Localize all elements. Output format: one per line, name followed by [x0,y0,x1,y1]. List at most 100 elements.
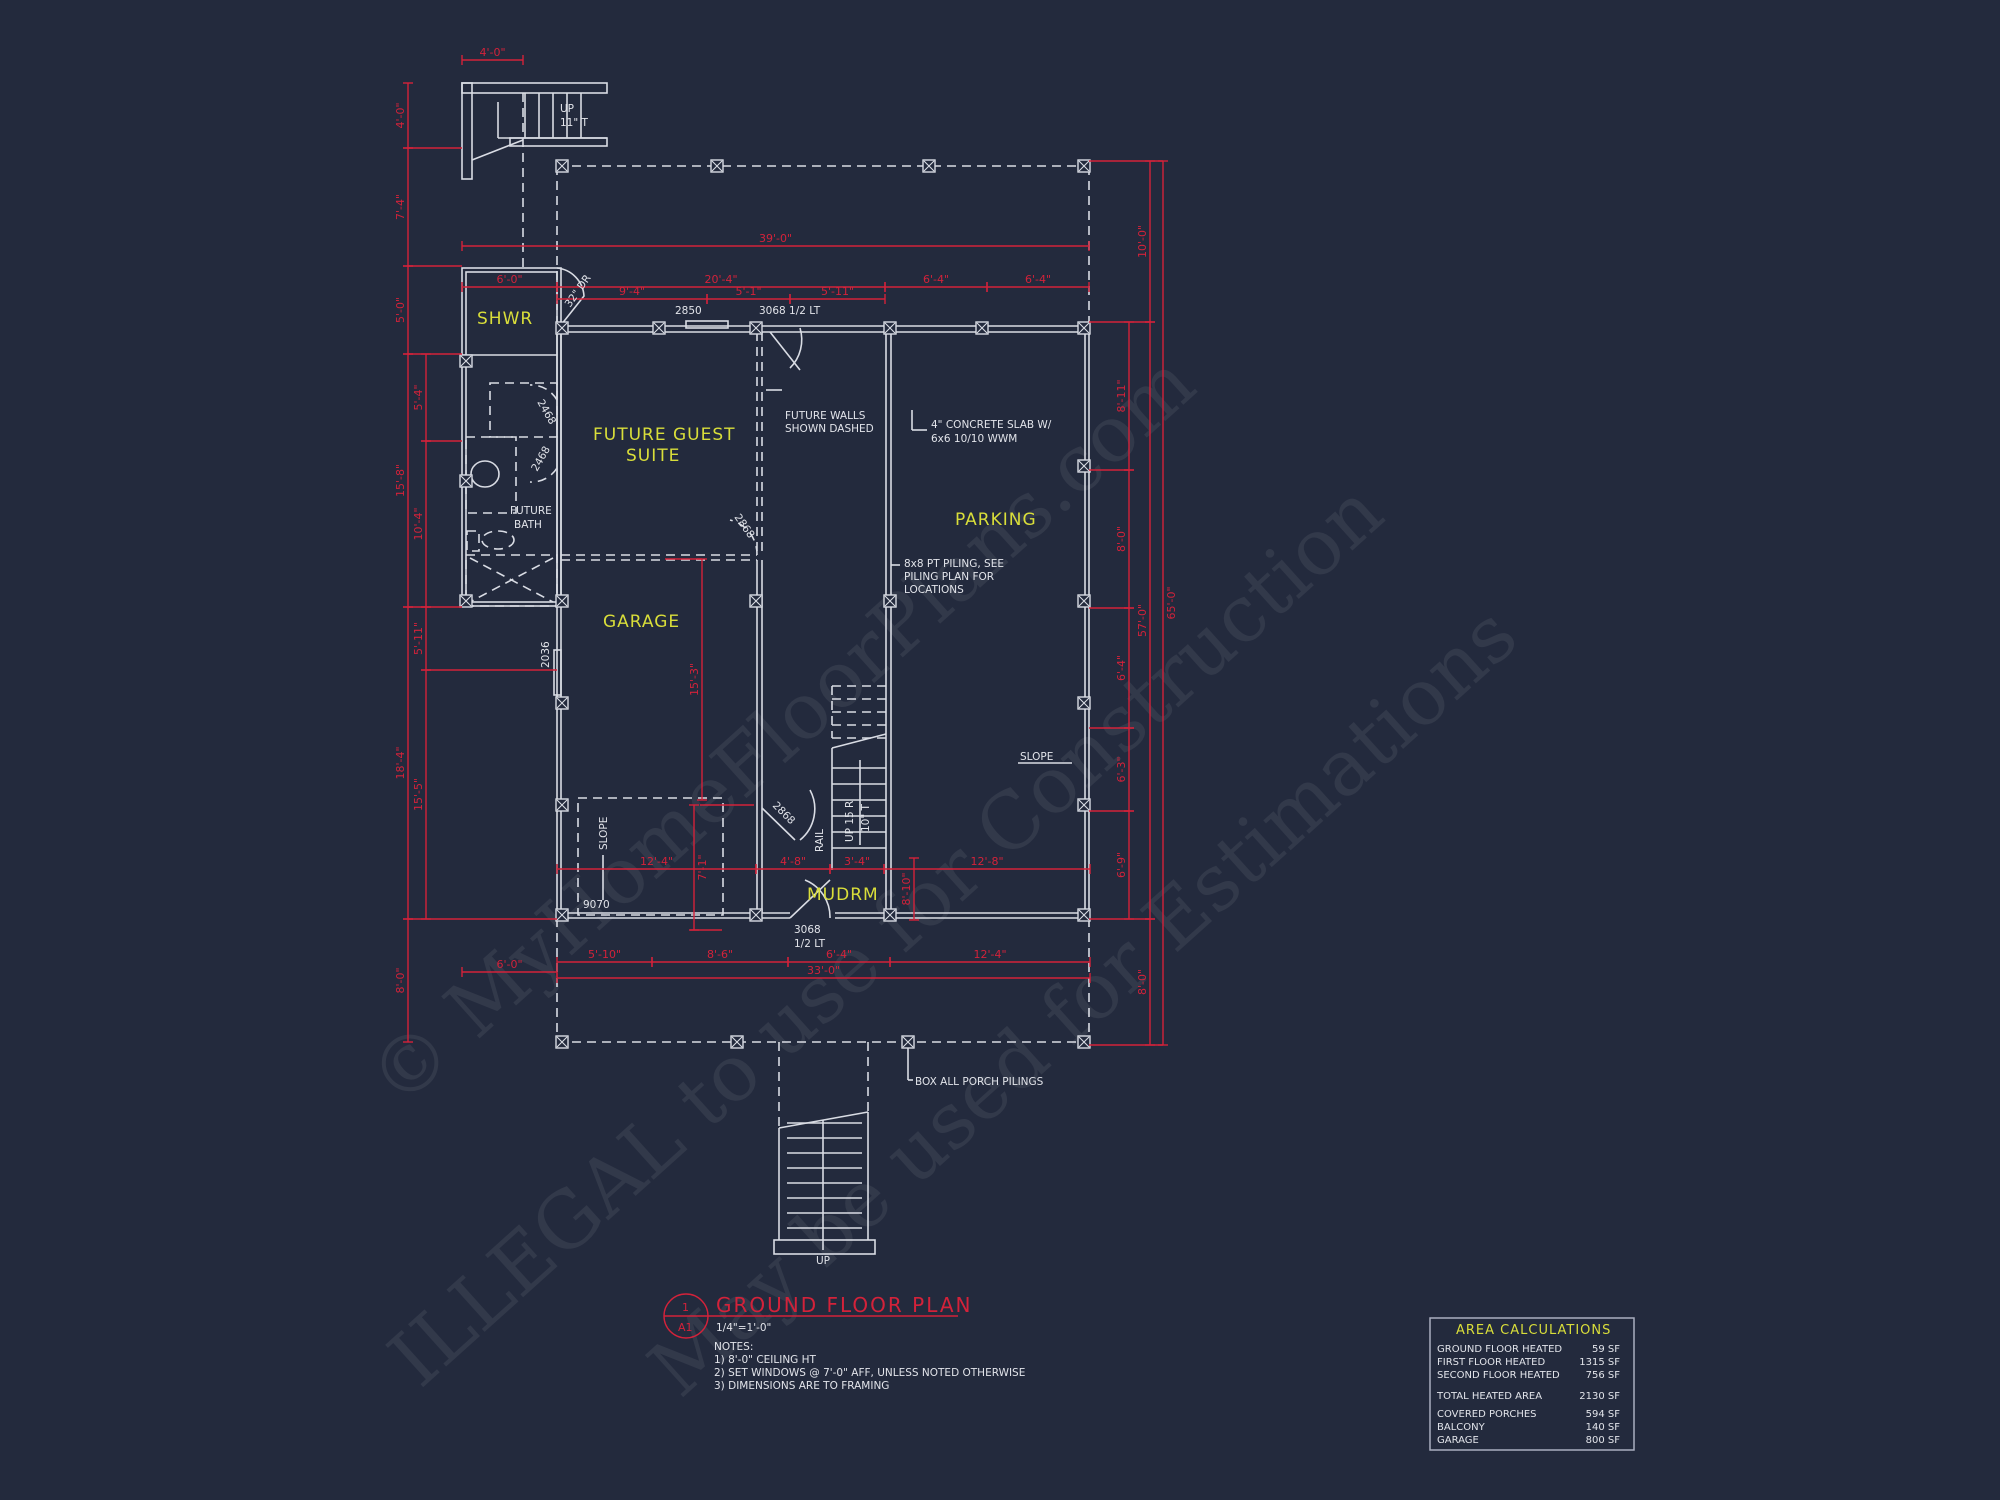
door-swing [769,327,803,371]
area-row-value: 59 SF [1592,1344,1620,1355]
dimension-label: 15'-3" [688,663,701,696]
door-tag-2868-a: 2868 [732,512,757,541]
dimension-label: 65'-0" [1165,586,1178,619]
area-row-label: COVERED PORCHES [1437,1409,1537,1420]
piling-icon [1077,696,1091,710]
piling-icon [652,321,666,335]
dimension: 4'-0" [461,46,524,65]
piling-icon [1077,908,1091,922]
piling-note-3: LOCATIONS [904,584,964,596]
area-row-value: 1315 SF [1579,1357,1620,1368]
dimension: 15'-8" [394,353,413,608]
watermark: © MyHomeFloorPlans.com ILLEGAL to use fo… [352,337,1534,1414]
room-label-garage: GARAGE [603,612,680,632]
piling-icon [883,594,897,608]
dimension: 8'-0" [394,918,413,1043]
dimension: 4'-8" [755,855,831,874]
top-stair-rail [461,82,473,180]
dimension-label: 6'-3" [1115,756,1128,782]
room-label-guest-suite: FUTURE GUEST [593,425,736,445]
door-tag-2468-a: 2468 [534,398,558,427]
piling-icon [1077,159,1091,173]
dimension-label: 33'-0" [807,964,840,977]
dimension-label: 8'-0" [1115,526,1128,552]
scale-text: 1/4"=1'-0" [716,1322,771,1334]
dimension: 5'-10" [556,948,653,967]
dimension: 6'-0" [461,273,558,292]
piling-icon [1077,459,1091,473]
top-stair-label: UP [560,103,574,115]
door-2868-mudroom [761,789,816,841]
dimension-label: 6'-9" [1115,852,1128,878]
piling-icon [922,159,936,173]
piling-icon [555,1035,569,1049]
garage-slope-label: SLOPE [598,817,610,850]
door-tag-3068-bottom: 3068 [794,924,821,936]
title-text: GROUND FLOOR PLAN [716,1293,972,1317]
sheet-number: A1 [678,1321,693,1334]
area-heading: AREA CALCULATIONS [1456,1323,1611,1338]
vanity [465,436,517,514]
dimension: 15'-5" [412,669,431,920]
dimension-label: 5'-11" [412,622,425,655]
dimension-label: 3'-4" [844,855,870,868]
walls [461,82,1090,1255]
window-2036 [553,649,562,696]
dimension-label: 4'-0" [479,46,505,59]
door-swing-2868 [729,519,758,556]
piling-icon [1077,798,1091,812]
dimension: 10'-4" [412,440,431,608]
parking-slope-label: SLOPE [1020,751,1053,763]
piling-icon [1077,594,1091,608]
piling-icon [1077,321,1091,335]
front-stair-up-label: UP [816,1255,830,1267]
room-label-mudrm: MUDRM [807,885,879,905]
window-tag-2850: 2850 [675,305,702,317]
drawing-title: 1 A1 GROUND FLOOR PLAN 1/4"=1'-0" NOTES:… [663,1293,1025,1392]
piling-icon [555,159,569,173]
dimension: 12'-8" [883,855,1091,874]
pilings [459,159,1091,1049]
dimension-label: 4'-0" [394,102,407,128]
mud-stair-label-2: 10" T [860,803,872,832]
dimension: 8'-6" [651,948,789,967]
piling-icon [883,908,897,922]
shower-x [469,557,554,603]
piling-icon [749,594,763,608]
dimension: 10'-0" [1136,160,1155,323]
dimension: 5'-4" [412,353,431,442]
piling-icon [459,354,473,368]
dimension-label: 8'-10" [900,872,913,905]
dimension-label: 4'-8" [780,855,806,868]
dimension: 6'-4" [884,273,988,292]
dimension-label: 5'-10" [588,948,621,961]
piling-icon [459,594,473,608]
dimension-label: 6'-4" [1115,655,1128,681]
area-row-value: 2130 SF [1579,1391,1620,1402]
area-row-value: 756 SF [1586,1370,1621,1381]
dimension-label: 8'-0" [1136,969,1149,995]
dimension-label: 5'-1" [735,285,761,298]
dimension: 8'-10" [900,857,919,921]
piling-icon [555,798,569,812]
area-row-label: FIRST FLOOR HEATED [1437,1357,1545,1368]
area-row-label: SECOND FLOOR HEATED [1437,1370,1560,1381]
future-closet [489,382,558,438]
window-2850 [685,320,729,329]
dimension-label: 9'-4" [619,285,645,298]
mud-stair-label: UP 15 R [844,801,856,842]
area-row-value: 800 SF [1586,1435,1621,1446]
area-row-value: 140 SF [1586,1422,1621,1433]
dimension-label: 20'-4" [704,273,737,286]
piling-icon [730,1035,744,1049]
dimension: 7'-4" [394,147,413,267]
piling-icon [1077,1035,1091,1049]
dimension: 15'-3" [688,558,707,801]
slab-note-2: 6x6 10/10 WWM [931,433,1017,445]
dimension: 6'-4" [986,273,1090,292]
area-row-label: GARAGE [1437,1435,1479,1446]
dimension-label: 6'-0" [496,958,522,971]
area-row-label: BALCONY [1437,1422,1486,1433]
